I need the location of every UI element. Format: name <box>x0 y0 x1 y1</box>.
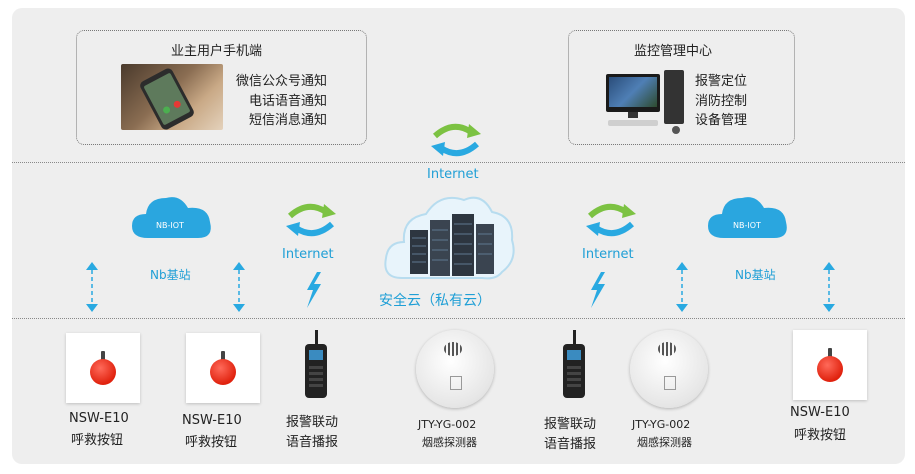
device-4-model: JTY-YG-002 <box>418 418 477 431</box>
divider-top <box>12 162 905 163</box>
phone-hand-photo <box>121 64 223 130</box>
monitor-item-2: 消防控制 <box>695 94 748 109</box>
sync-right-icon <box>586 203 636 237</box>
device-1-name: 呼救按钮 <box>71 433 124 448</box>
radio-device <box>303 330 329 400</box>
double-arrow-icon <box>676 262 688 312</box>
device-4-name: 烟感探测器 <box>422 436 477 449</box>
emergency-button-device <box>66 333 140 403</box>
mobile-panel-title: 业主用户手机端 <box>171 44 263 59</box>
device-2-model: NSW-E10 <box>182 413 242 428</box>
internet-right-label: Internet <box>582 247 634 262</box>
sync-left-icon <box>286 203 336 237</box>
server-cloud-icon <box>384 196 515 280</box>
device-5-name2: 语音播报 <box>544 437 597 452</box>
smoke-detector-device <box>630 330 708 408</box>
device-5-name: 报警联动 <box>544 417 597 432</box>
double-arrow-icon <box>86 262 98 312</box>
device-7-name: 呼救按钮 <box>794 428 847 443</box>
device-2-name: 呼救按钮 <box>185 435 238 450</box>
monitor-panel-title: 监控管理中心 <box>634 44 713 59</box>
device-1-model: NSW-E10 <box>69 411 129 426</box>
signal-bolt-right-icon <box>591 272 605 308</box>
double-arrow-icon <box>233 262 245 312</box>
emergency-button-device <box>186 333 260 403</box>
device-6-model: JTY-YG-002 <box>632 418 691 431</box>
device-3-name2: 语音播报 <box>286 435 339 450</box>
mobile-panel <box>76 30 367 145</box>
double-arrow-icon <box>823 262 835 312</box>
nbiot-left-label: NB-IOT <box>156 221 184 230</box>
device-7-model: NSW-E10 <box>790 405 850 420</box>
monitor-item-3: 设备管理 <box>695 113 748 128</box>
nb-station-right-label: Nb基站 <box>735 268 776 282</box>
cloud-label: 安全云（私有云） <box>379 293 491 309</box>
radio-device <box>561 330 587 400</box>
monitor-item-1: 报警定位 <box>695 74 748 89</box>
nbiot-cloud-right-icon <box>708 197 787 238</box>
sync-top-icon <box>431 123 481 157</box>
device-6-name: 烟感探测器 <box>637 436 692 449</box>
monitor-station-icon <box>606 70 690 136</box>
device-3-name: 报警联动 <box>286 415 339 430</box>
monitor-panel <box>568 30 795 145</box>
divider-bottom <box>12 318 905 319</box>
signal-bolt-left-icon <box>307 272 321 308</box>
emergency-button-device <box>793 330 867 400</box>
smoke-detector-device <box>416 330 494 408</box>
nbiot-right-label: NB-IOT <box>733 221 761 230</box>
internet-left-label: Internet <box>282 247 334 262</box>
internet-top-label: Internet <box>427 167 479 182</box>
nb-station-left-label: Nb基站 <box>150 268 191 282</box>
mobile-item-1: 微信公众号通知 <box>236 74 328 89</box>
mobile-item-3: 短信消息通知 <box>249 113 328 128</box>
mobile-item-2: 电话语音通知 <box>249 94 328 109</box>
nbiot-cloud-left-icon <box>132 197 211 238</box>
